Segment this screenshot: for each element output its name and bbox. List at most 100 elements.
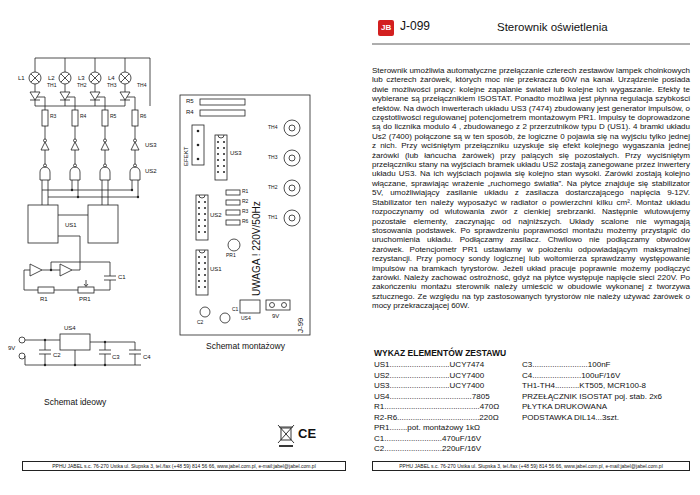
- schematic-drawing-part: [19, 353, 25, 359]
- schematic-drawing-part: [102, 180, 103, 205]
- pcb-pads-part: [198, 262, 200, 264]
- schematic-drawing-part: [88, 205, 118, 243]
- schematic-drawing-part: [78, 287, 94, 293]
- schematic-drawing-part: [42, 190, 132, 191]
- junction-dots-part: [44, 339, 46, 341]
- pcb-drawing-part: [266, 300, 290, 310]
- schematic-drawing-part: [100, 167, 110, 180]
- schematic-drawing-part: [58, 215, 88, 216]
- pcb-pads-part: [198, 280, 200, 282]
- header-rule: [372, 44, 690, 45]
- parts-list-row: US2...........................UCY7400: [374, 372, 484, 381]
- schematic-drawing-part: [35, 84, 36, 92]
- pcb-pads-part: [198, 207, 200, 209]
- schematic-drawing-part: [58, 236, 80, 270]
- schematic-drawing-part: [61, 74, 69, 82]
- pcb-pads-part: [198, 286, 200, 288]
- part-label: US3: [145, 142, 157, 149]
- part-label: C3: [112, 354, 120, 361]
- schematic-drawing-part: [132, 180, 133, 190]
- schematic-drawing-part: [71, 142, 79, 150]
- part-label: C4: [143, 354, 151, 361]
- schematic-drawing-part: [94, 280, 110, 290]
- schematic-drawing-part: [95, 100, 96, 106]
- pcb-pads-part: [217, 159, 219, 161]
- pcb-drawing-part: [284, 210, 300, 226]
- schematic-drawing-part: [35, 58, 36, 72]
- part-label: R5: [110, 114, 116, 120]
- weee-bin-icon: [278, 425, 294, 446]
- part-label: TH1: [47, 83, 56, 89]
- pcb-drawing-part: [228, 239, 240, 251]
- schematic-drawing-part: [130, 167, 140, 180]
- junction-dots-part: [71, 189, 73, 191]
- schematic-drawing-part: [28, 205, 58, 243]
- schematic-drawing-part: [48, 197, 138, 198]
- schematic-drawing-part: [121, 74, 129, 82]
- pcb-drawing-part: [196, 195, 208, 240]
- schematic-drawing-part: [90, 342, 135, 343]
- pcb-pads-part: [197, 130, 200, 133]
- parts-list-row: TH1-TH4...........KT505, MCR100-8: [522, 382, 646, 391]
- schematic-drawing-part: [42, 270, 60, 271]
- parts-list-row: PŁYTKA DRUKOWANA: [522, 403, 607, 412]
- parts-list-heading: WYKAZ ELEMENTÓW ZESTAWU: [374, 349, 506, 358]
- schematic-drawing-part: [40, 167, 50, 180]
- pcb-drawing-part: [199, 195, 205, 198]
- pcb-pads-part: [204, 201, 206, 203]
- pcb-pads-part: [198, 213, 200, 215]
- weee-bin-icon-part: [278, 425, 294, 443]
- warning-marking: UWAGA ! 220V/50Hz: [252, 201, 262, 296]
- schematic-drawing-part: [30, 264, 42, 276]
- part-label: L2: [48, 75, 55, 82]
- junction-dots-part: [77, 196, 79, 198]
- schematic-drawing-part: [42, 110, 48, 126]
- pcb-drawing: [180, 95, 310, 335]
- pcb-drawing-part: [284, 180, 300, 196]
- parts-list-row: PR1........pot. montażowy 1kΩ: [374, 424, 480, 433]
- schematic-drawing-part: [125, 100, 126, 106]
- schematic-drawing-part: [121, 74, 129, 82]
- junction-dots-part: [104, 364, 106, 366]
- schematic-drawing-part: [108, 180, 109, 205]
- schematic-drawing-part: [84, 284, 88, 287]
- part-label: C2: [53, 352, 61, 359]
- pcb-drawing-part: [226, 200, 240, 205]
- schematic-drawing-part: [65, 58, 66, 72]
- junction-dots-part: [44, 364, 46, 366]
- board-marking: J-99: [297, 317, 305, 333]
- schematic-drawing-part: [45, 150, 46, 164]
- pcb-pads-part: [223, 141, 225, 143]
- schematic-drawing-part: [60, 334, 90, 350]
- schematic-drawing-part: [105, 126, 106, 139]
- pcb-pads-part: [197, 158, 200, 161]
- pcb-pads-part: [197, 144, 200, 147]
- schematic-drawing-part: [67, 97, 75, 110]
- junction-dots-part: [104, 341, 106, 343]
- schematic-drawing-part: [138, 180, 139, 197]
- parts-list-row: US3...........................UCY7400: [374, 382, 484, 391]
- schematic-drawing-part: [134, 139, 137, 142]
- schematic-drawing-part: [104, 139, 107, 142]
- schematic-drawing-part: [135, 126, 136, 139]
- schematic-drawing-part: [127, 97, 135, 110]
- schematic-drawing-part: [90, 92, 100, 100]
- kit-code: J-099: [400, 20, 430, 33]
- schematic-drawing-part: [70, 167, 80, 180]
- schematic-drawing-part: [35, 100, 36, 106]
- part-label: TH1: [268, 215, 277, 221]
- pcb-drawing-part: [282, 303, 287, 308]
- part-label: US1: [210, 266, 222, 273]
- schematic-drawing-part: [129, 350, 141, 351]
- supply-label: 9V: [272, 313, 279, 320]
- footer-box: PPHU JABEL s.c. 76-270 Ustka ul. Słupska…: [372, 461, 690, 471]
- part-label: R4: [80, 114, 86, 120]
- junction-dots: [44, 189, 139, 366]
- schematic-drawing-part: [135, 150, 136, 164]
- weee-bin-icon-part: [278, 425, 294, 443]
- schematic-drawing-part: [45, 340, 46, 350]
- parts-list-row: PODSTAWKA DIL14...3szt.: [522, 414, 619, 423]
- schematic-drawing-part: [48, 180, 49, 205]
- pcb-pads-part: [217, 171, 219, 173]
